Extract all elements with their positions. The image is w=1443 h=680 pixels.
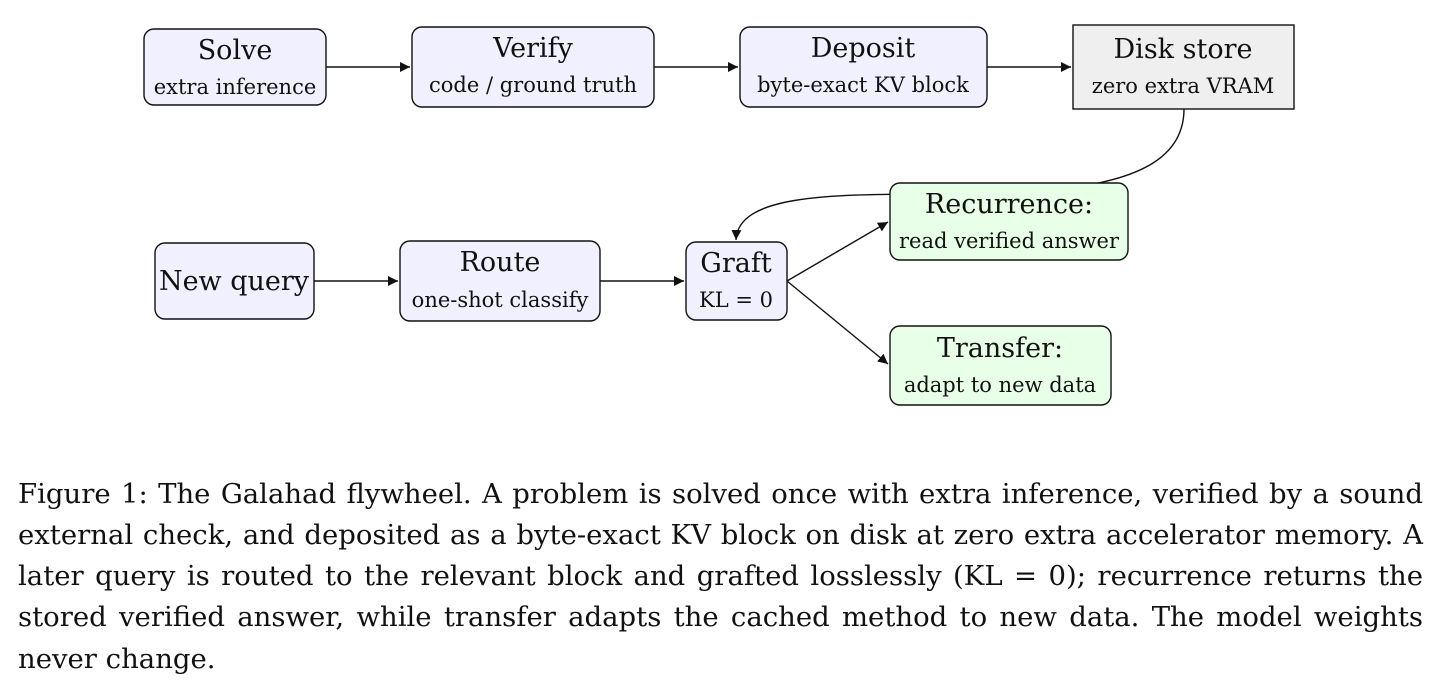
disk-store-subtitle: zero extra VRAM — [1092, 74, 1274, 98]
transfer-subtitle: adapt to new data — [904, 373, 1096, 397]
node-disk-store: Disk store zero extra VRAM — [1072, 24, 1295, 110]
graft-title: Graft — [700, 248, 772, 279]
verify-title: Verify — [492, 33, 574, 64]
edge-graft-recurrence — [786, 221, 889, 282]
edge-graft-transfer — [786, 280, 889, 365]
deposit-title: Deposit — [811, 33, 916, 64]
solve-subtitle: extra inference — [154, 75, 317, 99]
node-recurrence: Recurrence: read verified answer — [889, 182, 1129, 261]
route-subtitle: one-shot classify — [412, 288, 589, 312]
disk-store-title: Disk store — [1114, 34, 1253, 65]
node-transfer: Transfer: adapt to new data — [889, 325, 1112, 406]
node-verify: Verify code / ground truth — [411, 26, 655, 108]
new-query-title: New query — [159, 266, 310, 297]
recurrence-title: Recurrence: — [925, 189, 1093, 220]
node-graft: Graft KL = 0 — [685, 241, 788, 321]
solve-title: Solve — [198, 35, 273, 66]
node-route: Route one-shot classify — [399, 240, 601, 322]
deposit-subtitle: byte-exact KV block — [757, 73, 969, 97]
node-new-query: New query — [154, 242, 315, 320]
flywheel-diagram: Solve extra inference Verify code / grou… — [143, 24, 1295, 406]
graft-subtitle: KL = 0 — [699, 288, 773, 312]
recurrence-subtitle: read verified answer — [899, 229, 1120, 253]
figure-caption: Figure 1: The Galahad flywheel. A proble… — [18, 477, 1423, 675]
transfer-title: Transfer: — [937, 333, 1063, 364]
verify-subtitle: code / ground truth — [429, 73, 637, 97]
route-title: Route — [460, 247, 541, 278]
node-solve: Solve extra inference — [143, 28, 327, 106]
node-deposit: Deposit byte-exact KV block — [739, 26, 988, 108]
